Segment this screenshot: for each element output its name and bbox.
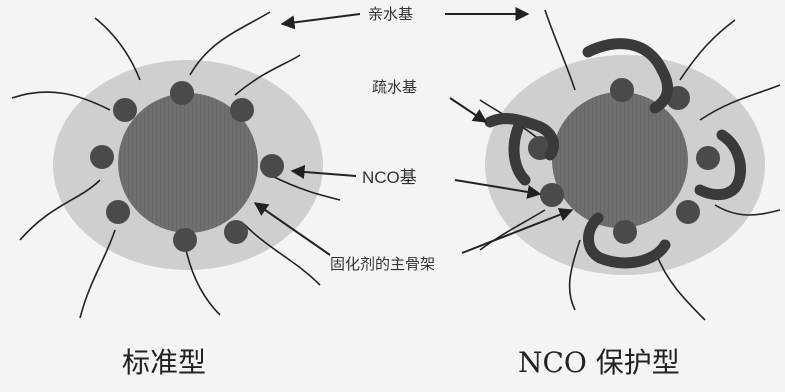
nco-protected-micelle [480,10,780,320]
label-curing-agent-backbone: 固化剂的主骨架 [330,257,435,272]
nco-dot [224,220,248,244]
label-hydrophobic-group: 疏水基 [372,80,417,95]
nco-dot [696,146,720,170]
arrow-hydrophilic-left [282,14,360,24]
curing-agent-backbone [552,92,688,228]
nco-dot [173,228,197,252]
nco-dot [230,98,254,122]
standard-micelle [12,12,340,318]
nco-dot [170,81,194,105]
nco-dot [610,78,634,102]
nco-dot [113,98,137,122]
caption-standard-type: 标准型 [122,349,206,377]
nco-dot [90,145,114,169]
nco-dot [260,154,284,178]
arrow-hydrophobic [450,98,486,122]
nco-dot [613,220,637,244]
label-hydrophilic-group: 亲水基 [368,7,413,22]
nco-dot [106,200,130,224]
nco-dot [540,183,564,207]
label-nco-group: NCO基 [362,169,417,186]
nco-dot [676,200,700,224]
caption-nco-protected-type: NCO 保护型 [518,349,680,377]
